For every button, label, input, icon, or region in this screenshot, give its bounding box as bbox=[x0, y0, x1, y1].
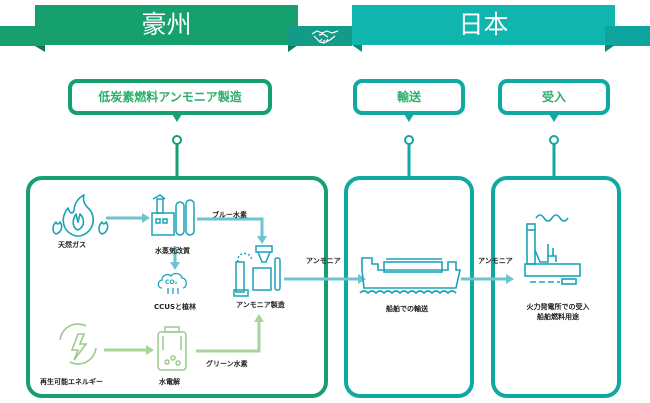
left-ribbon bbox=[35, 5, 298, 45]
left-ribbon-tail bbox=[0, 26, 45, 46]
label-ccus: CCUSと植林 bbox=[154, 303, 196, 311]
panel-transport bbox=[344, 176, 474, 398]
japan-title: 日本 bbox=[458, 10, 509, 39]
label-ship-transport: 船舶での輸送 bbox=[386, 305, 428, 313]
right-ribbon-fold-left bbox=[352, 45, 362, 52]
connector-node-transport bbox=[404, 135, 414, 145]
label-ammonia-flow-2: アンモニア bbox=[478, 257, 513, 265]
label-co2: CO₂ bbox=[165, 279, 178, 286]
label-steam-reforming: 水蒸気改質 bbox=[155, 247, 190, 255]
right-ribbon-tail bbox=[605, 26, 650, 46]
header-ribbons bbox=[0, 5, 650, 52]
left-ribbon-fold-right bbox=[288, 45, 298, 52]
label-renewable-energy: 再生可能エネルギー bbox=[40, 378, 103, 386]
stage-tag-transport: 輸送 bbox=[353, 79, 465, 115]
label-green-hydrogen: グリーン水素 bbox=[206, 360, 248, 368]
handshake-band bbox=[288, 26, 352, 46]
panel-production bbox=[26, 176, 328, 398]
panel-receiving bbox=[491, 176, 621, 398]
connector-node-production bbox=[172, 135, 182, 145]
tag-pointer-production bbox=[172, 114, 182, 122]
tag-pointer-receiving bbox=[549, 114, 559, 122]
label-blue-hydrogen: ブルー水素 bbox=[212, 211, 247, 219]
right-ribbon-fold bbox=[605, 45, 615, 52]
stage-tag-receiving: 受入 bbox=[498, 79, 610, 115]
australia-title: 豪州 bbox=[141, 10, 192, 39]
label-receiving-line2: 船舶燃料用途 bbox=[537, 313, 579, 321]
left-ribbon-fold bbox=[35, 46, 45, 52]
label-natural-gas: 天然ガス bbox=[58, 241, 86, 249]
label-ammonia-flow-1: アンモニア bbox=[306, 257, 341, 265]
label-receiving-line1: 火力発電所での受入 bbox=[526, 303, 590, 311]
label-ammonia-production: アンモニア製造 bbox=[236, 301, 285, 309]
tag-pointer-transport bbox=[404, 114, 414, 122]
connector-node-receiving bbox=[549, 135, 559, 145]
handshake-icon bbox=[311, 30, 339, 44]
stage-tag-production: 低炭素燃料アンモニア製造 bbox=[68, 79, 272, 115]
label-electrolysis: 水電解 bbox=[159, 378, 180, 386]
right-ribbon bbox=[352, 5, 615, 45]
